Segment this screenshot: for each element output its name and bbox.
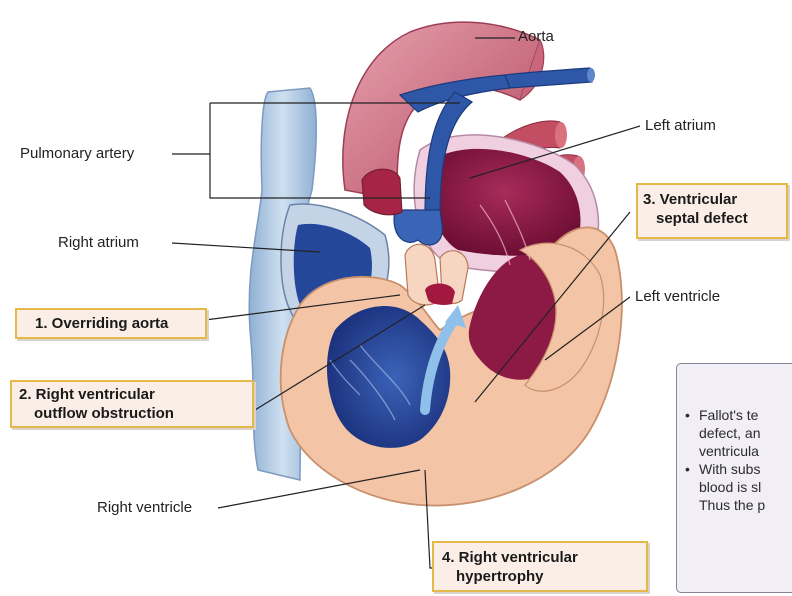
right-ventricle-label: Right ventricle	[97, 499, 192, 517]
callout-rv-hypertrophy-line2: hypertrophy	[434, 567, 646, 586]
callout-overriding-aorta: 1. Overriding aorta	[15, 308, 207, 339]
callout-vsd-line1: 3. Ventricular	[638, 185, 786, 209]
info-bullet-1-line1: Fallot's te	[699, 406, 765, 424]
info-bullets: Fallot's te defect, an ventricula With s…	[683, 406, 765, 514]
callout-rv-hypertrophy-line1: 4. Right ventricular	[434, 543, 646, 567]
callout-rv-hypertrophy: 4. Right ventricular hypertrophy	[432, 541, 648, 592]
info-bullet-1: Fallot's te defect, an ventricula	[683, 406, 765, 460]
right-atrium-label: Right atrium	[58, 234, 139, 252]
aorta-label: Aorta	[518, 28, 554, 46]
info-bullet-2-line3: Thus the p	[699, 496, 765, 514]
info-bullet-2: With subs blood is sl Thus the p	[683, 460, 765, 514]
left-ventricle-label: Left ventricle	[635, 288, 720, 306]
callout-overriding-aorta-text: 1. Overriding aorta	[17, 310, 205, 333]
left-atrium-label: Left atrium	[645, 117, 716, 135]
info-bullet-2-line2: blood is sl	[699, 478, 765, 496]
callout-vsd: 3. Ventricular septal defect	[636, 183, 788, 239]
callout-rv-outflow-line1: 2. Right ventricular	[12, 382, 252, 404]
info-bullet-2-line1: With subs	[699, 460, 765, 478]
pulmonary-artery-label: Pulmonary artery	[20, 145, 134, 163]
callout-vsd-line2: septal defect	[638, 209, 786, 228]
info-bullet-1-line3: ventricula	[699, 442, 765, 460]
aortic-root	[362, 169, 402, 215]
info-box: Fallot's te defect, an ventricula With s…	[676, 363, 792, 593]
callout-rv-outflow-line2: outflow obstruction	[12, 404, 252, 423]
callout-rv-outflow: 2. Right ventricular outflow obstruction	[10, 380, 254, 428]
info-bullet-1-line2: defect, an	[699, 424, 765, 442]
